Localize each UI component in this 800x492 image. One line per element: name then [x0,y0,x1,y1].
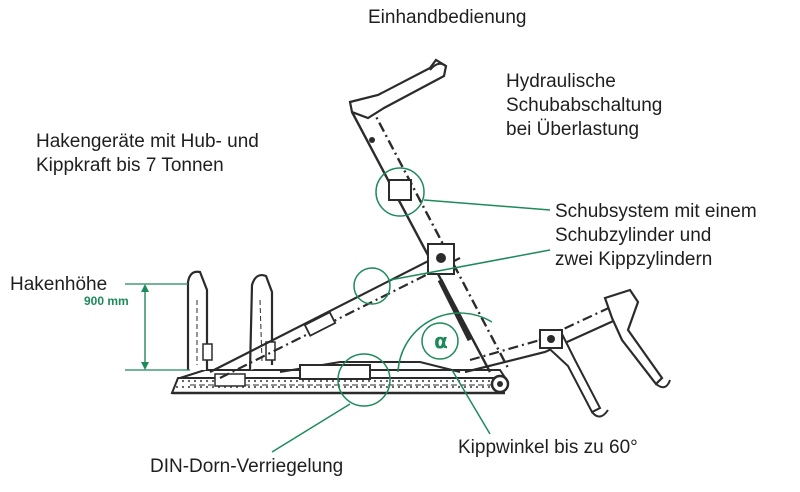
label-push-system: Schubsystem mit einem Schubzylinder und … [555,201,757,270]
arm-raised [348,58,510,373]
label-tilt-angle: Kippwinkel bis zu 60° [458,437,638,458]
callouts [271,167,551,453]
hook-arm-stowed [186,270,213,370]
label-hook-devices: Hakengeräte mit Hub- und Kippkraft bis 7… [36,131,259,176]
alpha-symbol: α [434,329,448,353]
label-hydraulic-shutoff: Hydraulische Schubabschaltung bei Überla… [506,71,663,140]
label-one-hand-operation: Einhandbedienung [368,7,527,28]
label-hook-height-value: 900 mm [84,294,129,308]
label-din-lock: DIN-Dorn-Verriegelung [150,456,344,477]
hook-height-dimension [125,283,190,371]
arm-tilted [464,288,671,418]
arm-inclined [209,249,461,379]
label-hook-height: Hakenhöhe [10,274,108,295]
base-frame [170,361,510,395]
